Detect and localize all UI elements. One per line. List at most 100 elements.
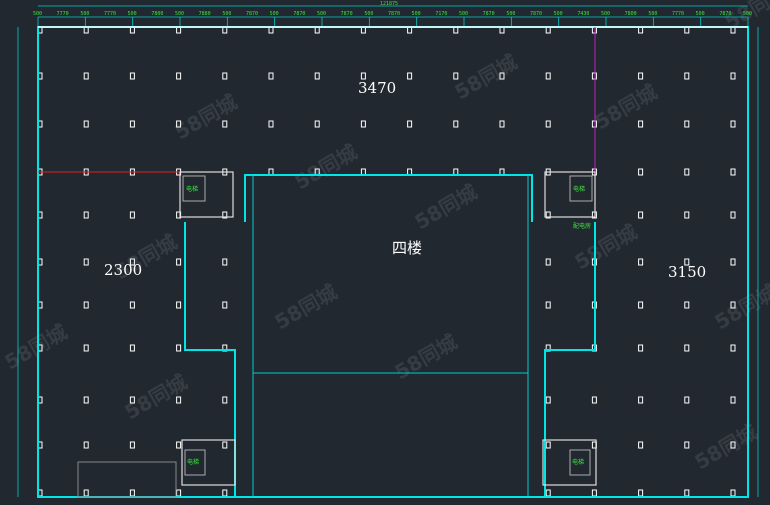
dimension-text: 7870 xyxy=(293,11,305,17)
dimension-text: 500 xyxy=(459,11,468,17)
watermark: 58同城 xyxy=(451,50,522,105)
column-marker xyxy=(129,301,135,309)
stair-core-top-left: 电梯 xyxy=(179,171,234,218)
dimension-text: 7770 xyxy=(672,11,684,17)
area-label-east: 3150 xyxy=(668,263,706,281)
column-marker xyxy=(83,72,89,80)
column-marker xyxy=(545,489,551,497)
dimension-text: 500 xyxy=(175,11,184,17)
column-marker xyxy=(360,120,366,128)
dimension-text: 500 xyxy=(554,11,563,17)
column-marker xyxy=(638,396,644,404)
column-marker xyxy=(83,211,89,219)
elevator-label: 电梯 xyxy=(186,185,198,193)
column-marker xyxy=(545,441,551,449)
column-marker xyxy=(176,396,182,404)
column-marker xyxy=(222,489,228,497)
dimension-text: 500 xyxy=(33,11,42,17)
dimension-text: 7870 xyxy=(246,11,258,17)
dimension-text: 500 xyxy=(270,11,279,17)
column-marker xyxy=(638,72,644,80)
watermark: 58同城 xyxy=(711,280,770,335)
column-marker xyxy=(499,72,505,80)
column-marker xyxy=(730,258,736,266)
column-marker xyxy=(684,344,690,352)
column-marker xyxy=(129,258,135,266)
stair-core-bottom-right: 电梯 xyxy=(542,439,597,486)
column-marker xyxy=(129,120,135,128)
dimension-text: 7870 xyxy=(341,11,353,17)
column-marker xyxy=(545,258,551,266)
dimension-text: 500 xyxy=(743,11,752,17)
column-marker xyxy=(591,120,597,128)
column-marker xyxy=(222,211,228,219)
stair-core-top-right: 电梯 配电房 xyxy=(544,171,596,230)
column-marker xyxy=(176,301,182,309)
column-marker xyxy=(638,258,644,266)
column-marker xyxy=(730,72,736,80)
column-marker xyxy=(499,120,505,128)
column-marker xyxy=(730,344,736,352)
dimension-text: 500 xyxy=(696,11,705,17)
column-marker xyxy=(730,301,736,309)
column-marker xyxy=(684,72,690,80)
column-marker xyxy=(314,72,320,80)
column-marker xyxy=(453,120,459,128)
total-dimension: 121875 xyxy=(380,1,398,7)
column-marker xyxy=(730,396,736,404)
column-marker xyxy=(129,72,135,80)
column-marker xyxy=(83,301,89,309)
column-marker xyxy=(222,441,228,449)
watermarks: 58同城58同城58同城58同城58同城58同城58同城58同城58同城58同城… xyxy=(1,0,770,474)
column-marker xyxy=(268,120,274,128)
column-marker xyxy=(407,72,413,80)
stair-core-bottom-left: 电梯 xyxy=(181,439,236,486)
column-marker xyxy=(591,396,597,404)
column-marker xyxy=(83,344,89,352)
elevator-label: 电梯 xyxy=(573,185,585,193)
courtyard-top-wall xyxy=(244,174,533,222)
column-marker xyxy=(83,489,89,497)
column-marker xyxy=(222,301,228,309)
dimension-text: 7770 xyxy=(57,11,69,17)
column-marker xyxy=(730,489,736,497)
column-marker xyxy=(83,258,89,266)
column-marker xyxy=(222,72,228,80)
column-marker xyxy=(591,72,597,80)
column-marker xyxy=(176,489,182,497)
elevator-label: 电梯 xyxy=(572,458,584,466)
column-marker xyxy=(129,396,135,404)
column-marker xyxy=(638,489,644,497)
column-marker xyxy=(176,72,182,80)
right-inner-wall xyxy=(544,222,596,497)
watermark: 58同城 xyxy=(271,280,342,335)
column-marker xyxy=(638,120,644,128)
column-marker xyxy=(222,120,228,128)
column-marker xyxy=(638,168,644,176)
column-marker xyxy=(730,168,736,176)
column-marker xyxy=(684,168,690,176)
column-marker xyxy=(684,441,690,449)
column-marker xyxy=(730,211,736,219)
column-marker xyxy=(730,441,736,449)
column-marker xyxy=(638,344,644,352)
column-marker xyxy=(83,441,89,449)
dimension-text: 500 xyxy=(601,11,610,17)
dimension-text: 7170 xyxy=(435,11,447,17)
room-outline xyxy=(77,461,177,498)
room-label: 配电房 xyxy=(573,222,591,230)
dimension-text: 7430 xyxy=(577,11,589,17)
column-marker xyxy=(684,211,690,219)
dimension-text: 500 xyxy=(128,11,137,17)
column-marker xyxy=(314,120,320,128)
column-marker xyxy=(129,489,135,497)
column-marker xyxy=(360,72,366,80)
dimension-text: 7870 xyxy=(719,11,731,17)
column-marker xyxy=(176,258,182,266)
dimension-text: 7870 xyxy=(483,11,495,17)
column-marker xyxy=(407,120,413,128)
floor-label: 四楼 xyxy=(392,239,422,257)
column-marker xyxy=(545,396,551,404)
